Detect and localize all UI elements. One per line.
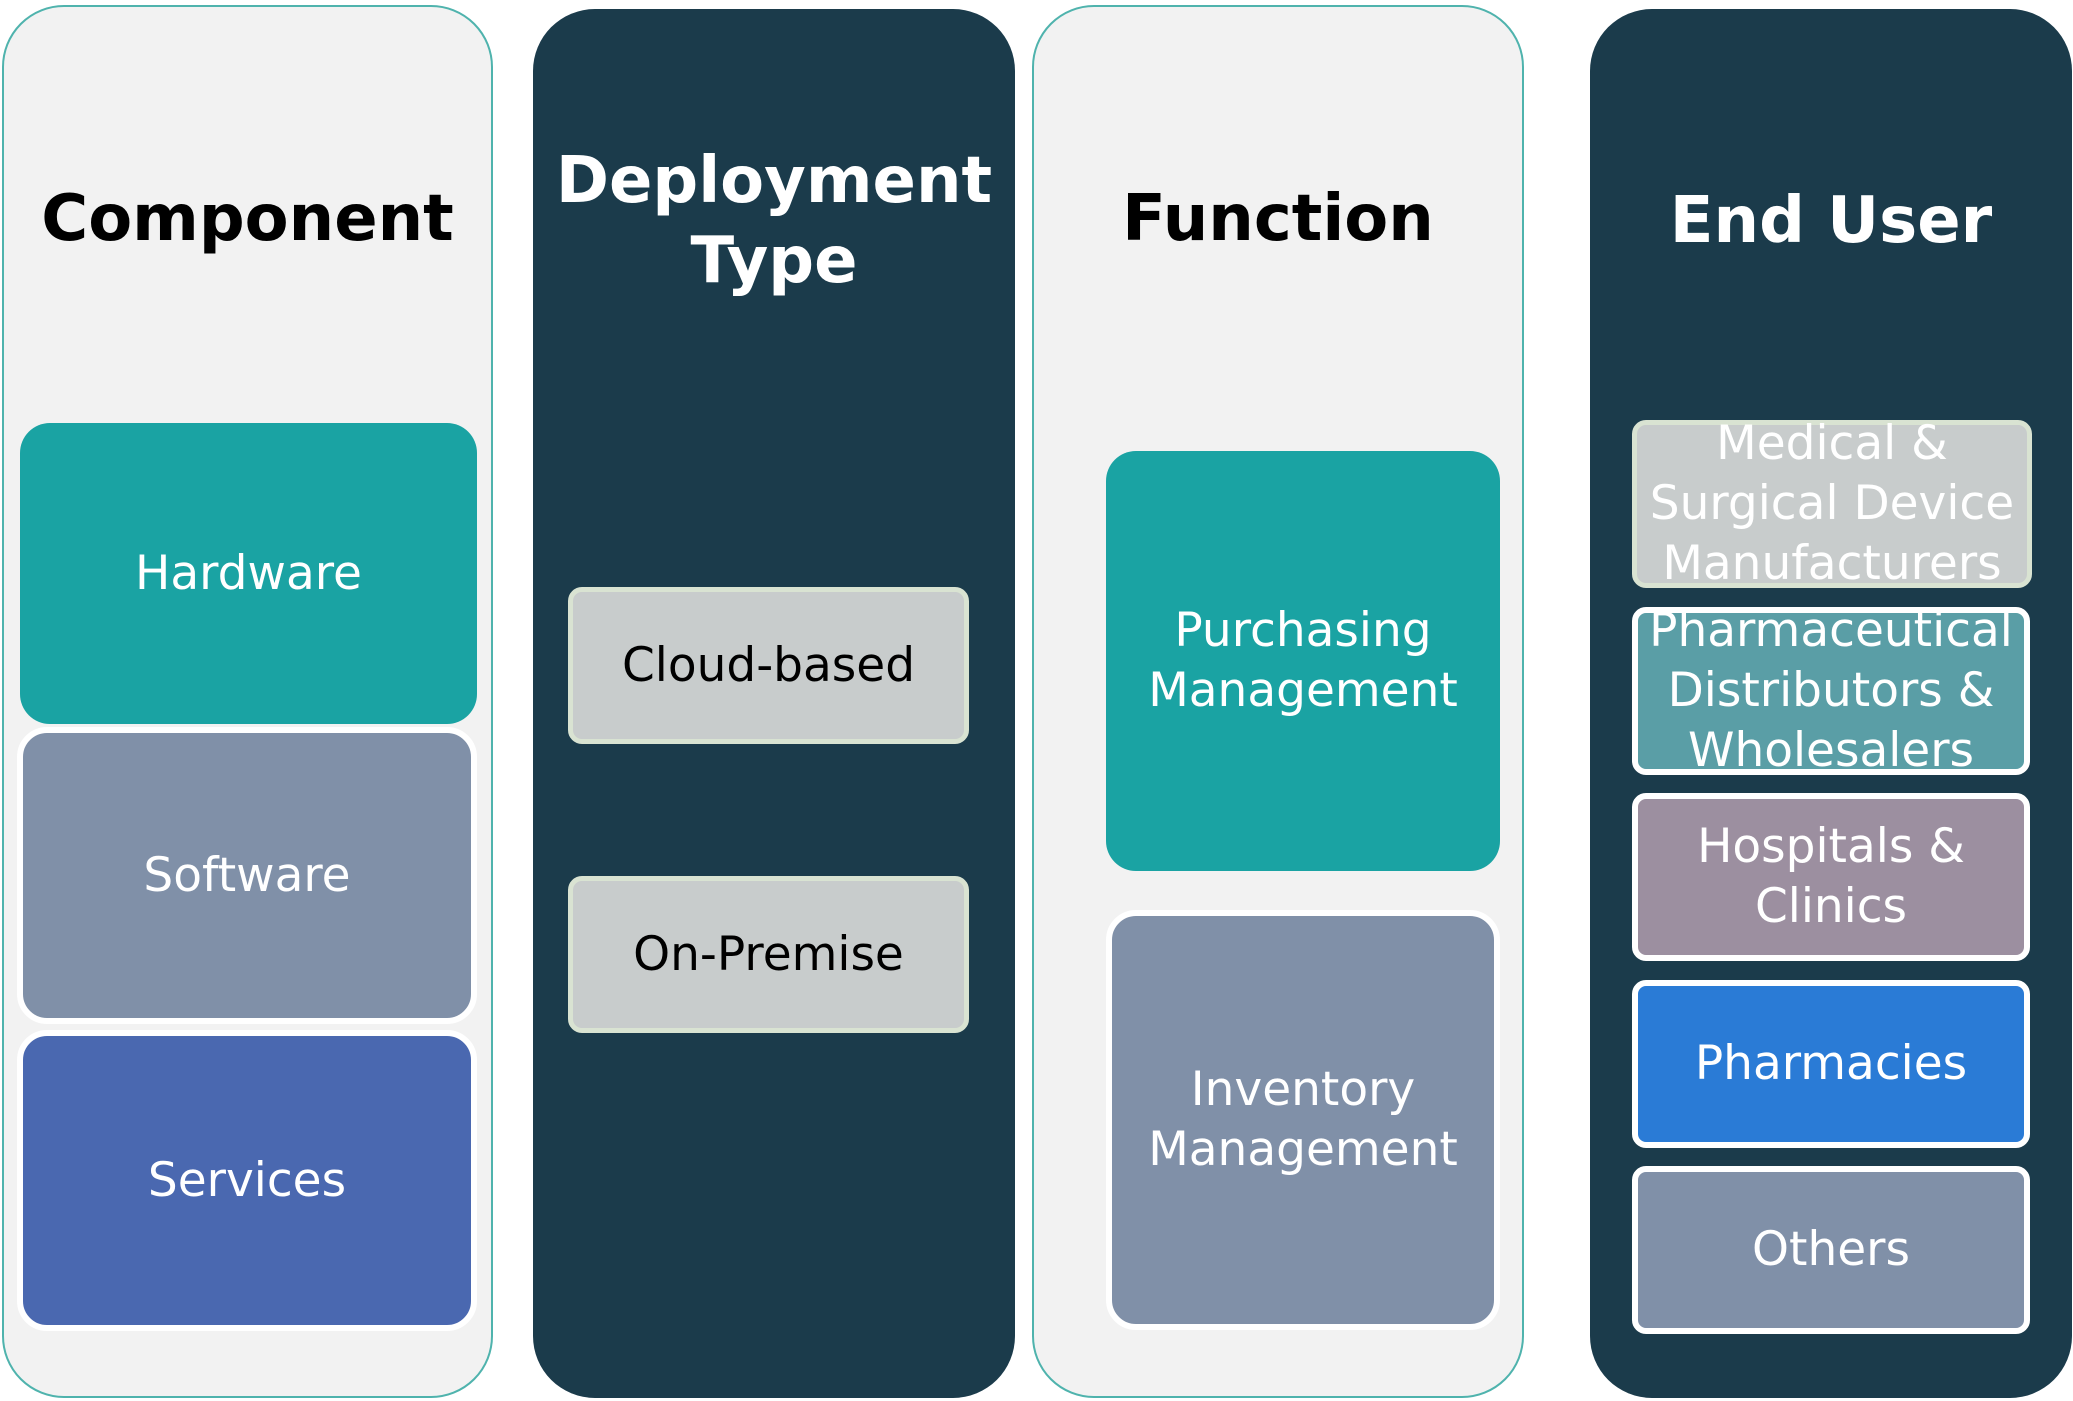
segment-box-hardware: Hardware: [20, 423, 477, 724]
segment-box-software: Software: [17, 727, 477, 1024]
column-title-end-user: End User: [1669, 184, 1993, 258]
segment-box-others: Others: [1632, 1166, 2030, 1334]
segment-box-on-premise: On-Premise: [568, 876, 969, 1033]
segment-box-pharmacies: Pharmacies: [1632, 980, 2030, 1148]
segment-box-services: Services: [17, 1030, 477, 1331]
segment-box-pharmaceutical-distributors-wholesalers: Pharmaceutical Distributors & Wholesaler…: [1632, 603, 2030, 778]
segment-box-cloud-based: Cloud-based: [568, 587, 969, 744]
column-title-deployment-type: Deployment Type: [555, 144, 993, 298]
segment-box-purchasing-management: Purchasing Management: [1106, 451, 1500, 871]
column-title-component: Component: [41, 182, 454, 256]
segment-box-hospitals-clinics: Hospitals & Clinics: [1632, 793, 2030, 961]
segment-box-inventory-management: Inventory Management: [1106, 910, 1500, 1330]
segment-box-medical-surgical-device-manufacturers: Medical & Surgical Device Manufacturers: [1632, 416, 2032, 591]
column-title-function: Function: [1122, 182, 1434, 256]
